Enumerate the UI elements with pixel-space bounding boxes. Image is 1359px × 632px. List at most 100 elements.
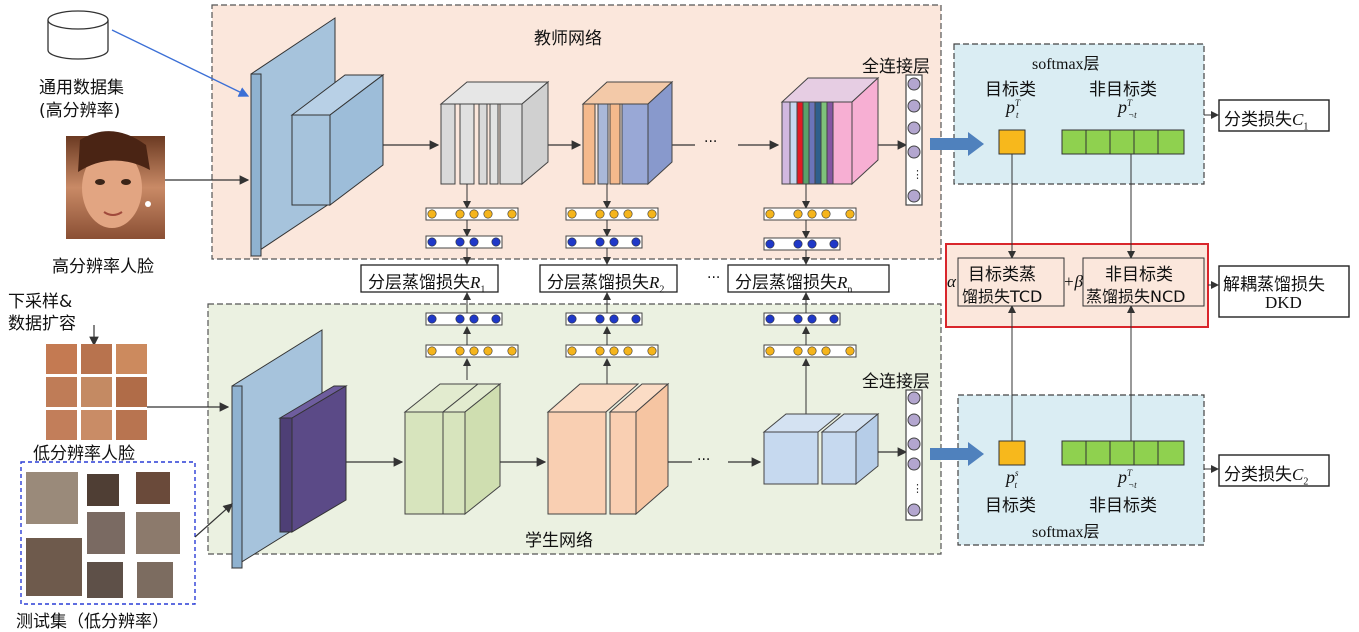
fc-to-softmax-arrow-bottom	[930, 442, 984, 466]
feature-dot	[595, 314, 605, 324]
target-prob-top	[998, 129, 1026, 155]
feature-dot	[609, 209, 619, 219]
softmax-bottom-title: softmax层	[1032, 524, 1100, 541]
ncd-line2: 蒸馏损失NCD	[1086, 287, 1186, 306]
feature-dot	[631, 237, 641, 247]
lr-face-grid	[46, 344, 147, 440]
target-symbol-bottom: pst	[1006, 467, 1019, 490]
feature-dot	[567, 237, 577, 247]
student-fc-label: 全连接层	[862, 372, 930, 392]
feature-dot	[469, 314, 479, 324]
feature-dot	[821, 209, 831, 219]
tcd-box	[957, 257, 1065, 307]
dkd-line2: DKD	[1265, 293, 1302, 312]
target-label-bottom: 目标类	[985, 496, 1036, 516]
student-block-n	[762, 412, 880, 486]
feature-dot	[455, 314, 465, 324]
fc-to-softmax-arrow-top	[930, 132, 984, 156]
ellipsis-teacher: ···	[704, 134, 718, 150]
nontarget-label-bottom: 非目标类	[1089, 496, 1157, 516]
feature-dot	[821, 346, 831, 356]
feature-dot	[765, 209, 775, 219]
feature-dot	[427, 314, 437, 324]
feature-dot	[793, 239, 803, 249]
feature-dot	[427, 209, 437, 219]
feature-dot	[647, 346, 657, 356]
feature-dot	[567, 346, 577, 356]
target-prob-bottom	[998, 440, 1026, 466]
softmax-bottom-panel	[957, 394, 1205, 546]
class-loss-top: 分类损失C1	[1224, 110, 1309, 133]
feature-dot	[793, 314, 803, 324]
feature-dot	[623, 346, 633, 356]
feature-dot	[829, 239, 839, 249]
distill-loss-1: 分层蒸馏损失R1	[368, 273, 486, 296]
class-loss-bottom-box	[1218, 454, 1330, 487]
teacher-title: 教师网络	[534, 29, 602, 49]
nontarget-symbol-bottom: pT¬t	[1118, 467, 1137, 490]
feature-dot	[845, 346, 855, 356]
feature-dot	[609, 237, 619, 247]
feature-dot	[647, 209, 657, 219]
teacher-block-n	[780, 76, 880, 186]
feature-dot	[455, 346, 465, 356]
feature-dot	[595, 346, 605, 356]
dataset-label-line2: (高分辨率)	[39, 101, 121, 121]
teacher-block-1	[439, 80, 550, 186]
feature-dot	[427, 237, 437, 247]
feature-dot	[427, 346, 437, 356]
feature-dot	[595, 237, 605, 247]
ncd-coef: +β	[1063, 272, 1083, 291]
feature-dot	[491, 237, 501, 247]
feature-dot	[623, 209, 633, 219]
ncd-line1: 非目标类	[1105, 265, 1173, 285]
dataset-cylinder-icon	[47, 10, 109, 60]
feature-dot	[469, 346, 479, 356]
feature-dot	[483, 209, 493, 219]
teacher-fc-label: 全连接层	[862, 57, 930, 77]
softmax-top-title: softmax层	[1032, 56, 1100, 73]
hr-face-label: 高分辨率人脸	[52, 257, 154, 277]
student-title: 学生网络	[525, 531, 593, 551]
ellipsis-loss: ···	[707, 270, 721, 286]
feature-dot	[567, 314, 577, 324]
feature-dot	[829, 314, 839, 324]
feature-dot	[469, 237, 479, 247]
lr-face-label: 低分辨率人脸	[33, 444, 135, 464]
distill-loss-box-2	[539, 264, 678, 293]
feature-dot	[793, 346, 803, 356]
feature-dot	[491, 314, 501, 324]
feature-dot	[609, 346, 619, 356]
feature-dot	[793, 209, 803, 219]
softmax-top-panel	[953, 43, 1205, 185]
distill-loss-2: 分层蒸馏损失R2	[547, 273, 665, 296]
feature-dot	[765, 239, 775, 249]
target-label-top: 目标类	[985, 80, 1036, 100]
distill-loss-n: 分层蒸馏损失Rn	[735, 273, 853, 296]
student-block-1	[403, 382, 502, 516]
tcd-line1: 目标类蒸	[968, 265, 1036, 285]
student-block-2	[546, 382, 670, 516]
downsample-label-line1: 下采样&	[8, 292, 73, 312]
feature-dot	[807, 239, 817, 249]
testset-label: 测试集（低分辨率）	[16, 612, 169, 632]
class-loss-bottom: 分类损失C2	[1224, 465, 1309, 488]
svg-text:⋮: ⋮	[912, 168, 923, 181]
ncd-box	[1082, 257, 1205, 307]
feature-dot	[631, 314, 641, 324]
nontarget-symbol-top: pT¬t	[1118, 97, 1137, 120]
distill-loss-box-1	[360, 264, 499, 293]
target-symbol-top: pTt	[1006, 97, 1021, 120]
feature-dot	[845, 209, 855, 219]
teacher-block-2	[581, 80, 674, 186]
dkd-box	[1218, 265, 1350, 318]
feature-dot	[807, 346, 817, 356]
student-fc-column: ⋮	[905, 389, 923, 521]
feature-dot	[455, 209, 465, 219]
ellipsis-student: ···	[697, 452, 711, 468]
tcd-coef: α	[947, 272, 956, 291]
distill-loss-box-n	[727, 264, 890, 293]
feature-dot	[765, 314, 775, 324]
